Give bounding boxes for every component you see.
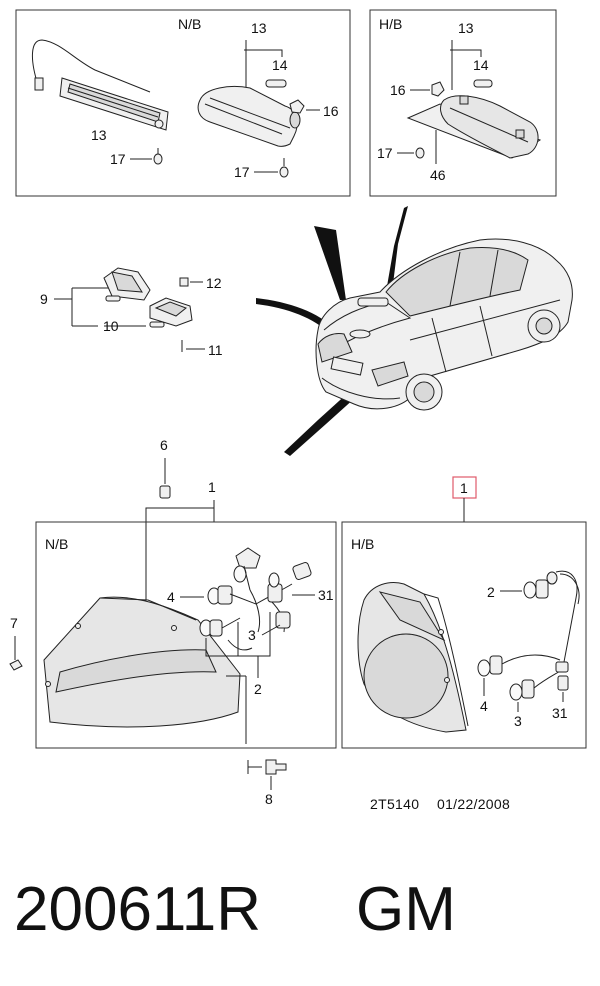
callout-31-nb: 31 bbox=[318, 587, 334, 603]
panel-label-hb-tail: H/B bbox=[351, 536, 374, 552]
callout-16-right: 16 bbox=[390, 82, 406, 98]
pointer-high-mount-right bbox=[386, 206, 408, 292]
tail-lamp-hb-lens bbox=[357, 582, 469, 733]
callout-13-mid: 13 bbox=[251, 20, 267, 36]
license-lamp-upper bbox=[103, 267, 151, 302]
callout-4-nb: 4 bbox=[167, 589, 175, 605]
high-mount-hb-housing bbox=[406, 95, 542, 159]
vehicle-illustration bbox=[256, 206, 573, 456]
drawing-date: 01/22/2008 bbox=[437, 796, 510, 812]
callout-3-hb: 3 bbox=[514, 713, 522, 729]
screw-17-mid bbox=[279, 158, 289, 178]
license-lamp-lower bbox=[149, 297, 193, 328]
callout-2-hb: 2 bbox=[487, 584, 495, 600]
pointer-high-mount-left bbox=[314, 226, 346, 300]
tail-lamp-hb-bulbs: 2 4 3 31 bbox=[477, 570, 580, 729]
callout-7: 7 bbox=[10, 615, 18, 631]
lamp-lens-14-right bbox=[473, 79, 493, 88]
lamp-lens-14-mid bbox=[265, 79, 287, 88]
callout-31-hb: 31 bbox=[552, 705, 568, 721]
panel-label-nb-tail: N/B bbox=[45, 536, 68, 552]
panel-label-nb-top: N/B bbox=[178, 16, 201, 32]
nut-16 bbox=[289, 99, 305, 114]
tail-lamp-nb-bulbs: 4 31 3 2 bbox=[167, 547, 334, 697]
tail-lamp-nb-lens bbox=[43, 596, 241, 728]
socket-12 bbox=[179, 277, 189, 287]
callout-3-nb: 3 bbox=[248, 627, 256, 643]
callout-16-left: 16 bbox=[323, 103, 339, 119]
callout-1-main: 1 bbox=[208, 479, 216, 495]
screw-17-left bbox=[153, 148, 163, 165]
tail-lamp-callouts: 6 1 1 7 8 bbox=[9, 437, 477, 807]
tail-lamp-nb-panel: N/B bbox=[35, 521, 337, 749]
footer-brand: GM bbox=[356, 875, 456, 944]
callout-14-mid: 14 bbox=[272, 57, 288, 73]
license-lamp-group: 9 10 12 11 bbox=[40, 267, 223, 358]
high-mount-lamp-hb-panel: H/B 13 14 16 17 46 bbox=[369, 9, 557, 197]
bulb-3-hb bbox=[509, 669, 563, 701]
nut-16-right bbox=[431, 81, 445, 97]
callout-9: 9 bbox=[40, 291, 48, 307]
bolt-8 bbox=[247, 759, 287, 790]
callout-2-nb: 2 bbox=[254, 681, 262, 697]
callout-11: 11 bbox=[208, 342, 223, 358]
wire-harness-nb bbox=[227, 562, 312, 651]
callout-13-left: 13 bbox=[91, 127, 107, 143]
drawing-code: 2T5140 bbox=[370, 796, 419, 812]
callout-4-hb: 4 bbox=[480, 698, 488, 714]
callout-6: 6 bbox=[160, 437, 168, 453]
bulb-lower bbox=[199, 617, 241, 637]
connector-31-hb bbox=[555, 661, 569, 691]
bulb-4-socket bbox=[207, 585, 257, 605]
high-mount-lamp-nb-panel: N/B 13 17 13 14 bbox=[15, 9, 351, 197]
bulb-4-hb bbox=[477, 654, 561, 677]
screw-7 bbox=[9, 659, 23, 671]
callout-14-right: 14 bbox=[473, 57, 489, 73]
callout-8: 8 bbox=[265, 791, 273, 807]
panel-label-hb-top: H/B bbox=[379, 16, 402, 32]
bulb-2-hb bbox=[523, 571, 558, 599]
callout-46: 46 bbox=[430, 167, 446, 183]
callout-12: 12 bbox=[206, 275, 222, 291]
callout-10: 10 bbox=[103, 318, 119, 334]
screw-17-right bbox=[415, 147, 425, 159]
callout-17-left: 17 bbox=[110, 151, 126, 167]
callout-17-right: 17 bbox=[377, 145, 393, 161]
callout-13-right: 13 bbox=[458, 20, 474, 36]
footer-part-code: 200611R bbox=[14, 875, 261, 944]
callout-1-boxed: 1 bbox=[460, 480, 468, 496]
bulb-upper-left bbox=[233, 547, 261, 591]
callout-17-mid: 17 bbox=[234, 164, 250, 180]
pointer-license bbox=[256, 298, 336, 334]
high-mount-strip-lamp bbox=[32, 39, 169, 131]
bolt-6 bbox=[159, 458, 171, 499]
tail-lamp-hb-panel: H/B bbox=[341, 521, 587, 749]
high-mount-housing bbox=[197, 86, 301, 147]
